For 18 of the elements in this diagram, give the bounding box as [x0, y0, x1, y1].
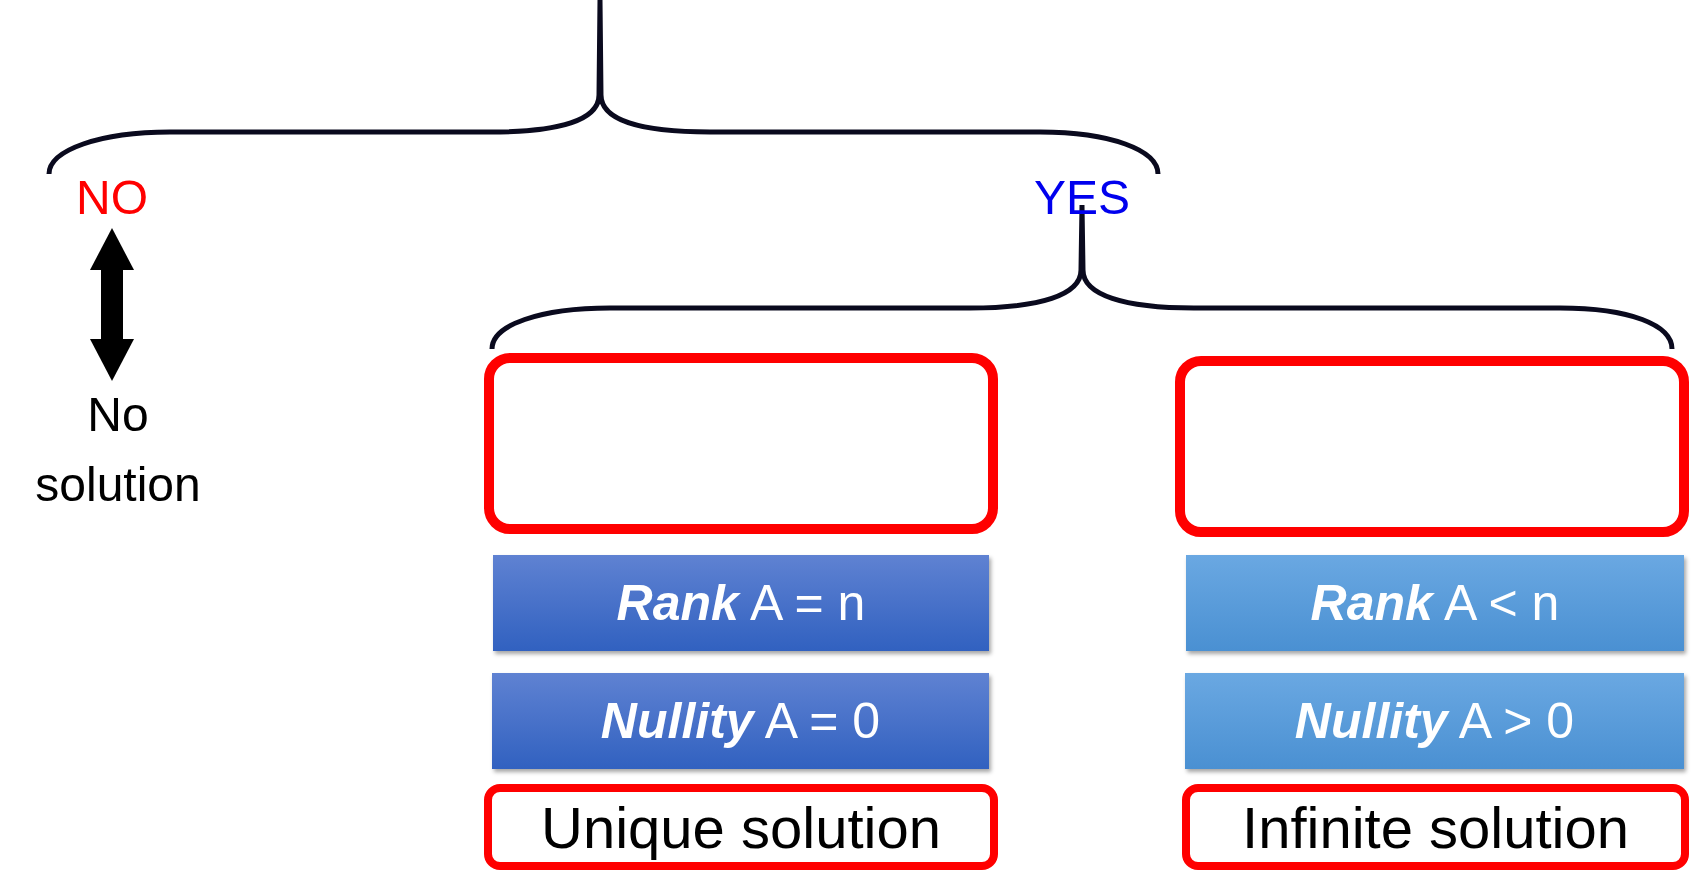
outcome-label: No solution — [28, 385, 208, 515]
result-text: Unique solution — [541, 793, 941, 861]
double-arrow — [90, 228, 134, 381]
condition-box — [1186, 555, 1684, 651]
result-box — [1182, 784, 1689, 870]
condition-text: Rank A = n — [616, 574, 866, 632]
condition-text: Nullity A > 0 — [1294, 692, 1575, 750]
blank-frame — [484, 353, 998, 534]
blank-frame — [1175, 356, 1689, 537]
answer-label: NO — [62, 172, 162, 222]
condition-text: Rank A < n — [1310, 574, 1560, 632]
result-box — [484, 784, 998, 870]
answer-label: YES — [1022, 172, 1142, 222]
condition-text: Nullity A = 0 — [600, 692, 881, 750]
condition-box — [1185, 673, 1684, 769]
result-text: Infinite solution — [1242, 793, 1629, 861]
condition-box — [493, 555, 989, 651]
condition-box — [492, 673, 989, 769]
